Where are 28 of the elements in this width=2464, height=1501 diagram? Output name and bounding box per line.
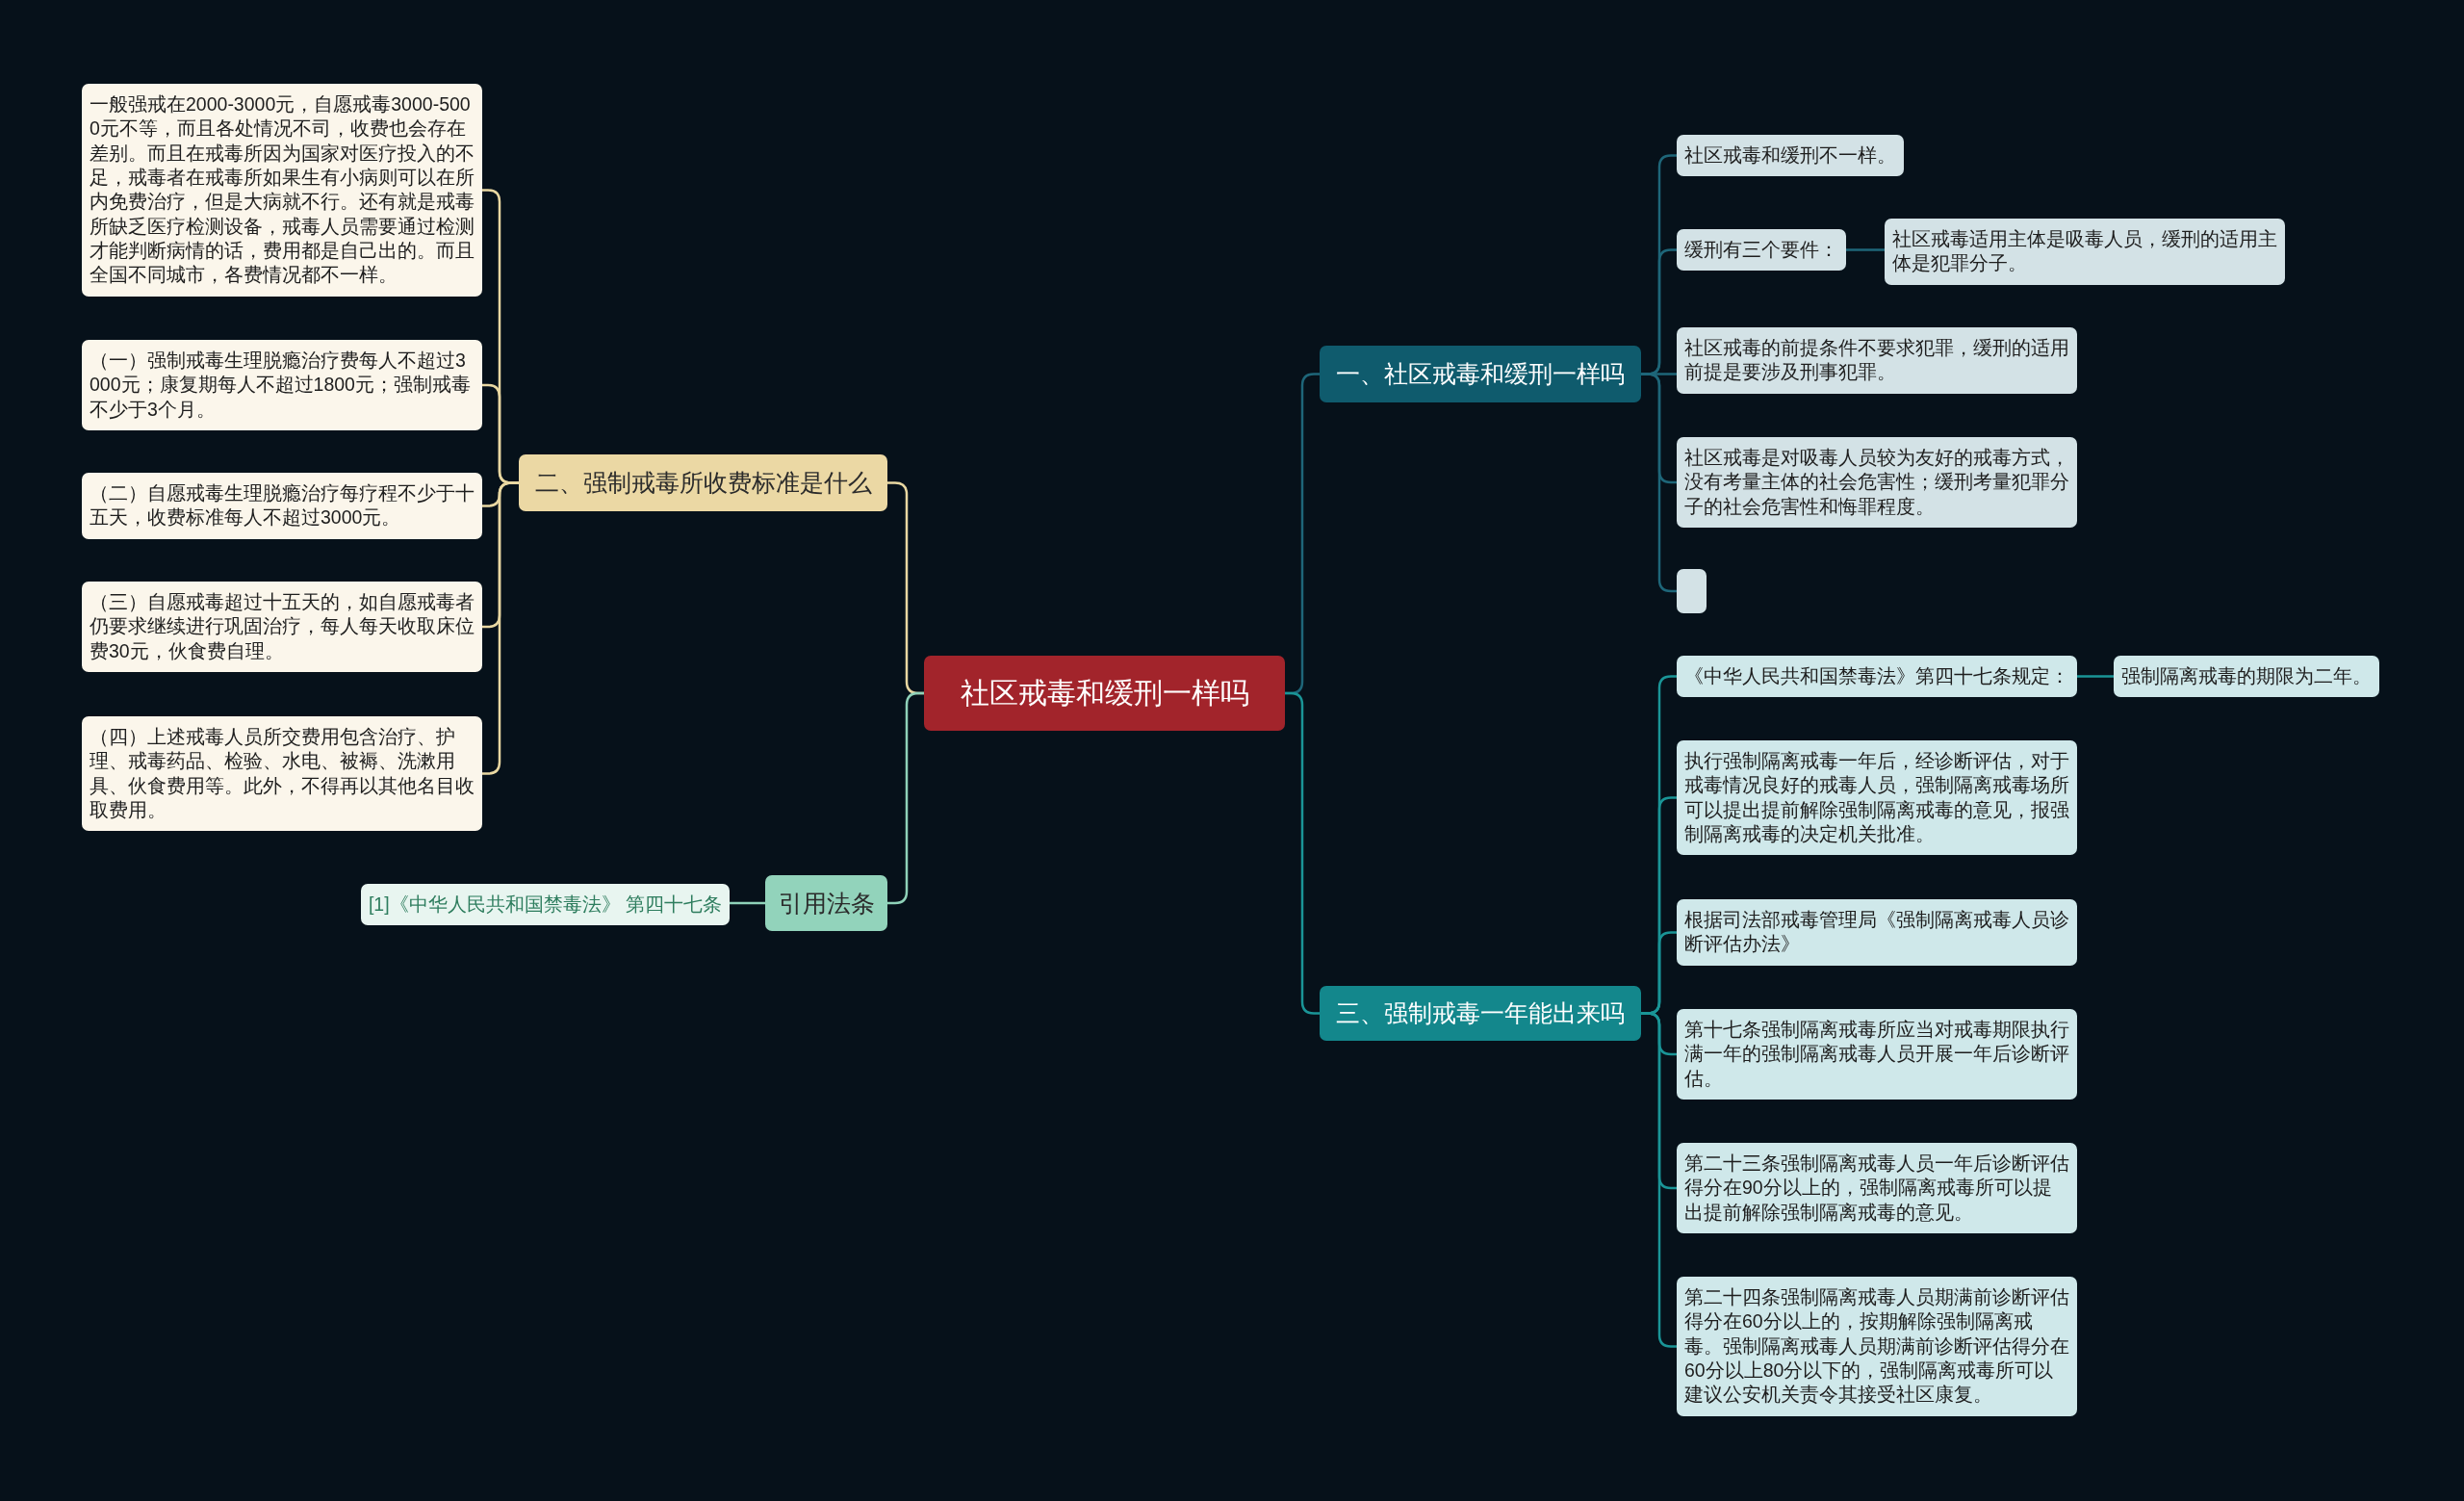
subtopic-box: 社区戒毒是对吸毒人员较为友好的戒毒方式，没有考量主体的社会危害性；缓刑考量犯罪分子的社会危害性和悔罪程度。	[1677, 437, 2077, 529]
empty-box	[1677, 569, 1707, 613]
subtopic-box: 强制隔离戒毒的期限为二年。	[2114, 656, 2379, 698]
topic-box: 一、社区戒毒和缓刑一样吗	[1320, 346, 1641, 402]
subtopic-box: 缓刑有三个要件：	[1677, 229, 1846, 272]
subtopic-box: （二）自愿戒毒生理脱瘾治疗每疗程不少于十五天，收费标准每人不超过3000元。	[82, 473, 482, 539]
subtopic-box: （一）强制戒毒生理脱瘾治疗费每人不超过3000元；康复期每人不超过1800元；强制戒毒不少于3个月。	[82, 340, 482, 431]
connector-line	[2077, 675, 2114, 678]
subtopic-box: 第二十三条强制隔离戒毒人员一年后诊断评估得分在90分以上的，强制隔离戒毒所可以提出提前解除强制隔离戒毒的意见。	[1677, 1143, 2077, 1234]
subtopic-box: 执行强制隔离戒毒一年后，经诊断评估，对于戒毒情况良好的戒毒人员，强制隔离戒毒场所可以提出提前解除强制隔离戒毒的意见，报强制隔离戒毒的决定机关批准。	[1677, 740, 2077, 856]
central-topic-box: 社区戒毒和缓刑一样吗	[924, 656, 1285, 731]
topic-box: 引用法条	[765, 875, 887, 931]
subtopic-box: 第十七条强制隔离戒毒所应当对戒毒期限执行满一年的强制隔离戒毒人员开展一年后诊断评估。	[1677, 1009, 2077, 1100]
connector-line	[730, 901, 765, 905]
topic-box: 三、强制戒毒一年能出来吗	[1320, 986, 1641, 1041]
subtopic-box: 社区戒毒适用主体是吸毒人员，缓刑的适用主体是犯罪分子。	[1885, 219, 2285, 285]
subtopic-box: 《中华人民共和国禁毒法》第四十七条规定：	[1677, 656, 2077, 698]
connector-line	[887, 691, 924, 905]
subtopic-box: （三）自愿戒毒超过十五天的，如自愿戒毒者仍要求继续进行巩固治疗，每人每天收取床位费30元，伙食费自理。	[82, 582, 482, 673]
reference-box: [1]《中华人民共和国禁毒法》 第四十七条	[360, 884, 730, 926]
subtopic-box: 第二十四条强制隔离戒毒人员期满前诊断评估得分在60分以上的，按期解除强制隔离戒毒。强制隔离戒毒人员期满前诊断评估得分在60分以上80分以下的，强制隔离戒毒所可以建议公安机关责令其接受社区康复。	[1677, 1277, 2077, 1416]
topic-box: 二、强制戒毒所收费标准是什么	[519, 454, 887, 511]
connector-line	[1846, 248, 1885, 251]
subtopic-box: 社区戒毒的前提条件不要求犯罪，缓刑的适用前提是要涉及刑事犯罪。	[1677, 327, 2077, 394]
subtopic-box: 根据司法部戒毒管理局《强制隔离戒毒人员诊断评估办法》	[1677, 899, 2077, 966]
subtopic-box: 社区戒毒和缓刑不一样。	[1677, 135, 1904, 177]
subtopic-box: 一般强戒在2000-3000元，自愿戒毒3000-5000元不等，而且各处情况不司，收费也会存在差别。而且在戒毒所因为国家对医疗投入的不足，戒毒者在戒毒所如果生有小病则可以在所内免费治疗，但是大病就不行。还有就是戒毒所缺乏医疗检测设备，戒毒人员需要通过检测才能判断病情的话，费用都是自己出的。而且全国不同城市，各费情况都不一样。	[82, 84, 482, 297]
subtopic-box: （四）上述戒毒人员所交费用包含治疗、护理、戒毒药品、检验、水电、被褥、洗漱用具、伙食费用等。此外，不得再以其他名目收取费用。	[82, 716, 482, 832]
